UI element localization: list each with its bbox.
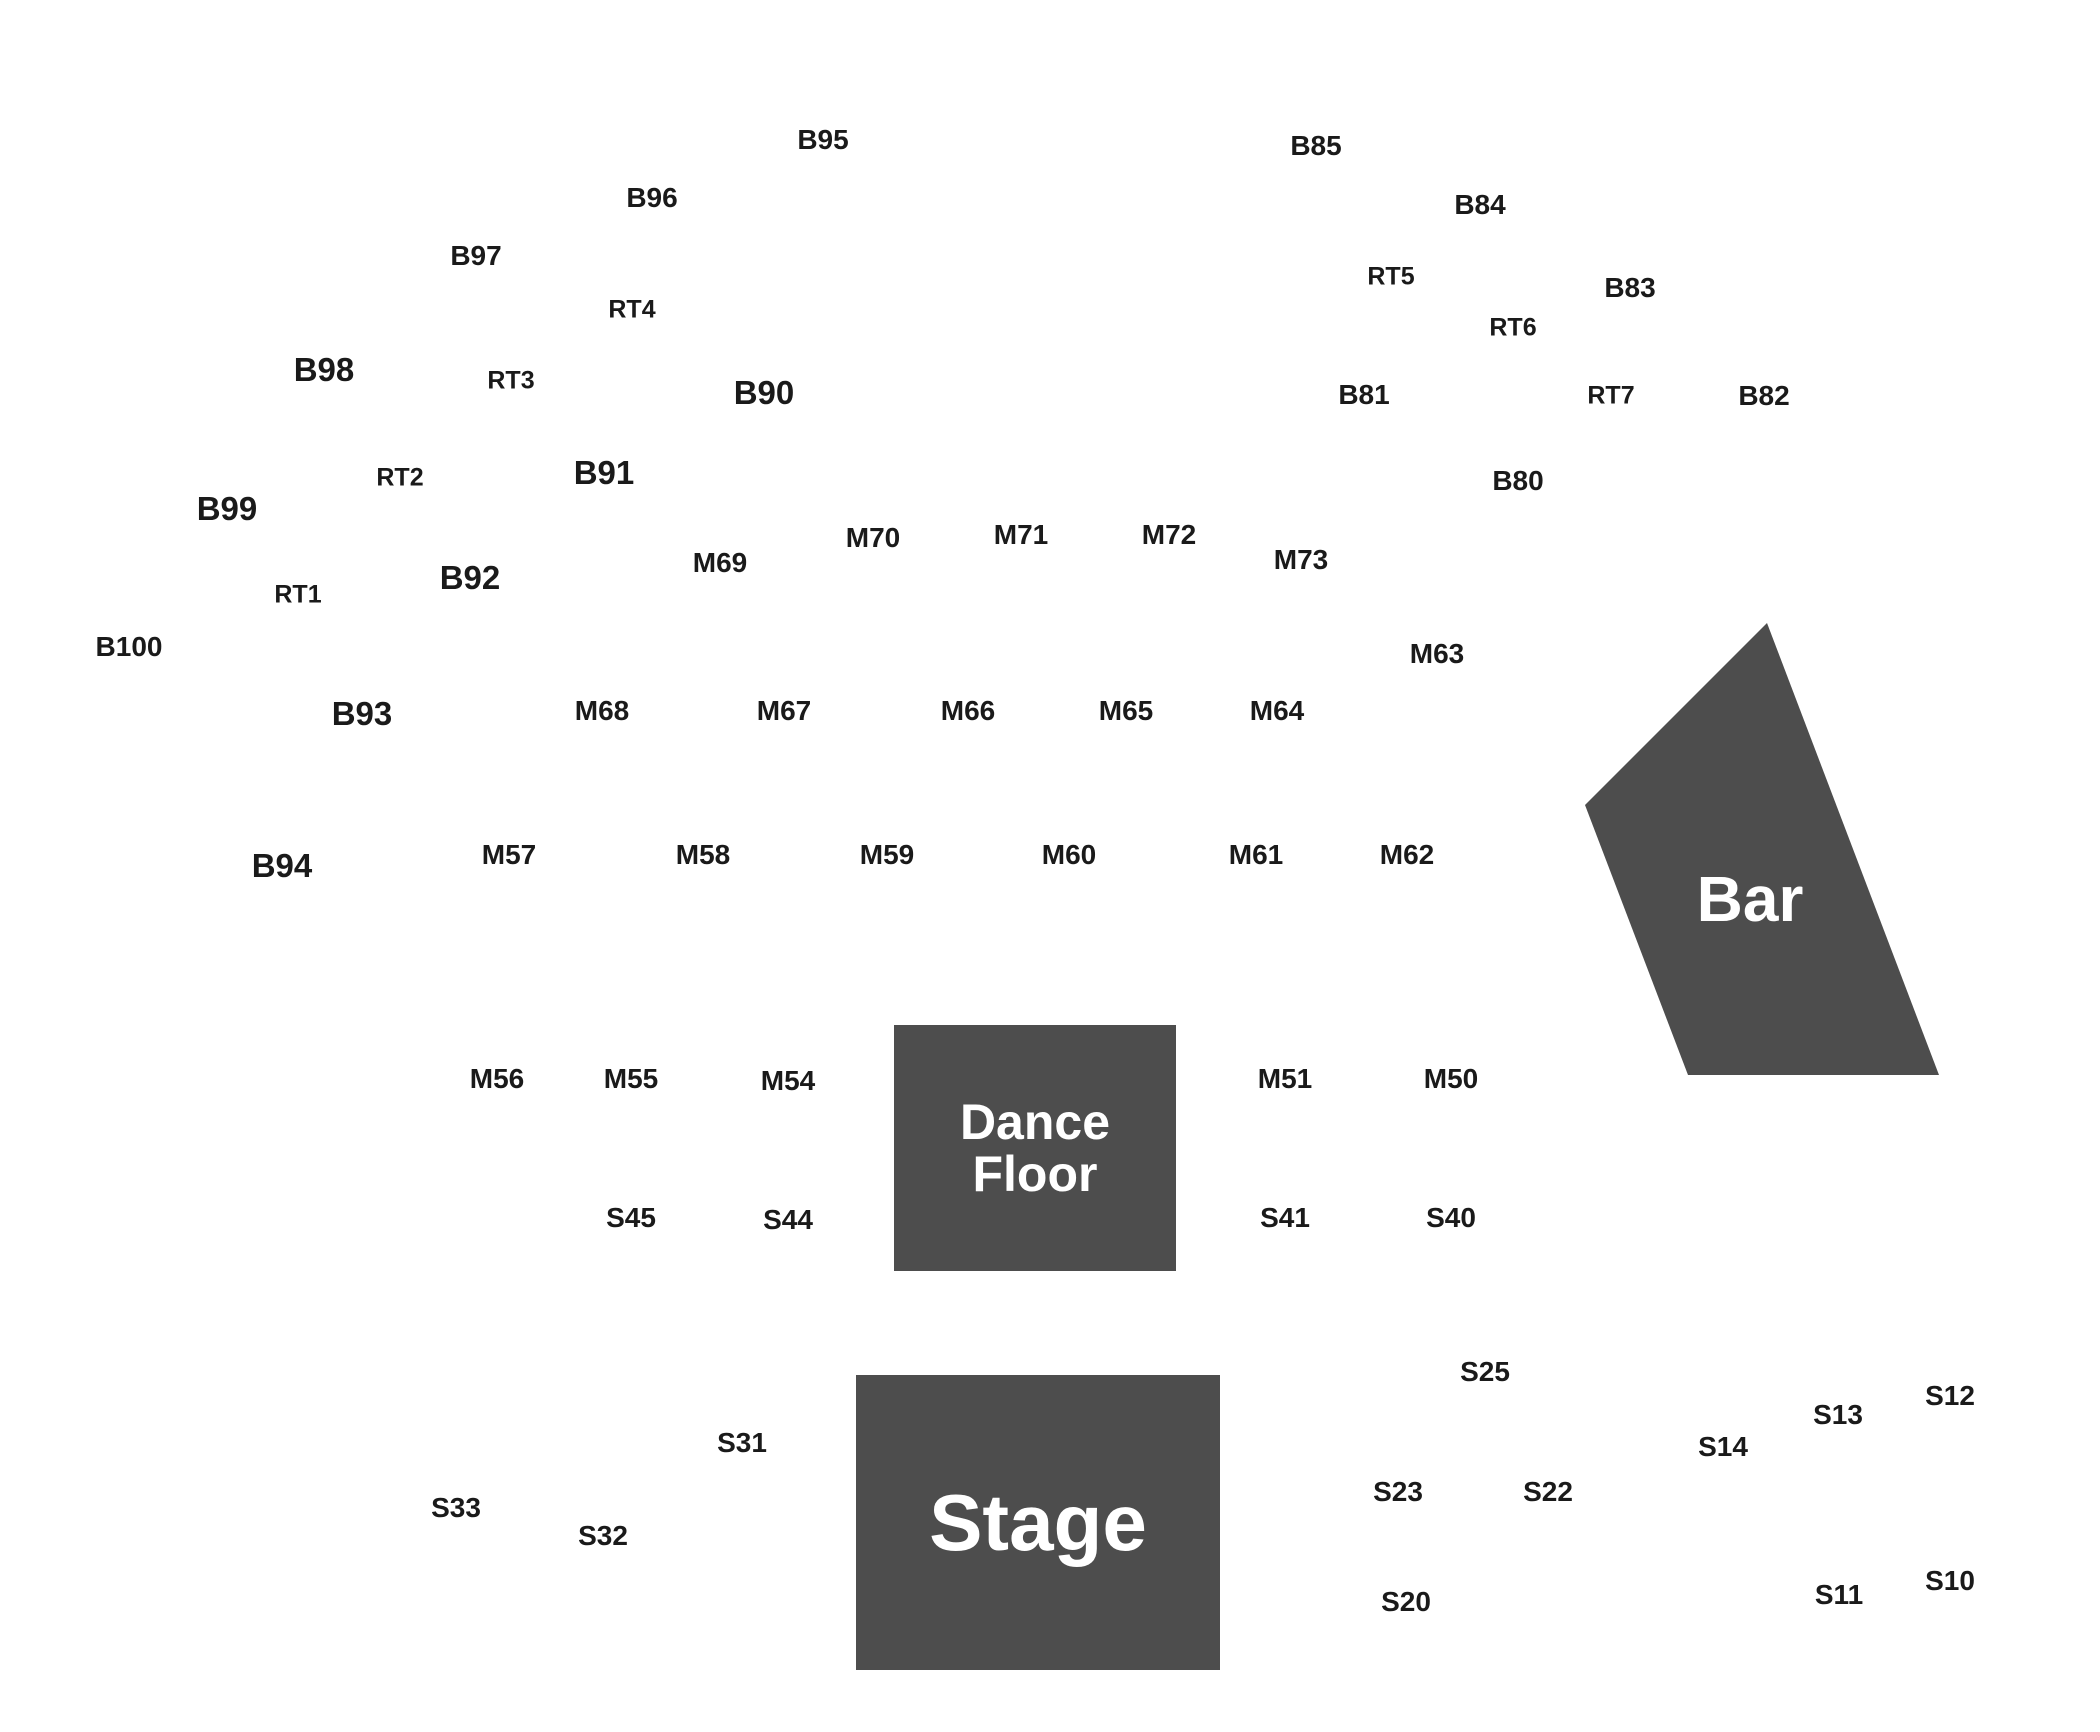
- section-b82[interactable]: B82: [1738, 380, 1790, 411]
- section-b80[interactable]: B80: [1492, 465, 1544, 496]
- section-b81[interactable]: B81: [1338, 379, 1390, 410]
- section-rt4[interactable]: RT4: [608, 295, 656, 324]
- section-m65[interactable]: M65: [1098, 695, 1154, 726]
- section-rt2[interactable]: RT2: [376, 463, 424, 492]
- section-b94[interactable]: B94: [251, 847, 313, 884]
- section-b91[interactable]: B91: [573, 454, 635, 491]
- section-m69[interactable]: M69: [692, 547, 748, 578]
- section-b100[interactable]: B100: [95, 631, 163, 662]
- section-m59[interactable]: M59: [859, 839, 915, 870]
- section-s32[interactable]: S32: [578, 1520, 628, 1551]
- section-s33[interactable]: S33: [431, 1492, 481, 1523]
- section-m73[interactable]: M73: [1273, 544, 1329, 575]
- section-m67[interactable]: M67: [756, 695, 812, 726]
- section-m60[interactable]: M60: [1041, 839, 1097, 870]
- section-b96[interactable]: B96: [626, 182, 678, 213]
- section-m71[interactable]: M71: [993, 519, 1049, 550]
- section-rt6[interactable]: RT6: [1489, 313, 1537, 342]
- section-b92[interactable]: B92: [439, 559, 501, 596]
- section-s13[interactable]: S13: [1813, 1399, 1863, 1430]
- section-s44[interactable]: S44: [763, 1204, 813, 1235]
- section-b99[interactable]: B99: [196, 490, 258, 527]
- section-b98[interactable]: B98: [293, 351, 355, 388]
- section-s20[interactable]: S20: [1381, 1586, 1431, 1617]
- section-m58[interactable]: M58: [675, 839, 731, 870]
- section-m62[interactable]: M62: [1379, 839, 1435, 870]
- section-s31[interactable]: S31: [717, 1427, 767, 1458]
- section-b84[interactable]: B84: [1454, 189, 1506, 220]
- section-m56[interactable]: M56: [469, 1063, 525, 1094]
- section-b83[interactable]: B83: [1604, 272, 1656, 303]
- section-s41[interactable]: S41: [1260, 1202, 1310, 1233]
- section-s11[interactable]: S11: [1814, 1579, 1864, 1610]
- dance-floor-area[interactable]: Dance Floor: [894, 1025, 1176, 1271]
- section-rt7[interactable]: RT7: [1587, 381, 1635, 410]
- section-s10[interactable]: S10: [1925, 1565, 1975, 1596]
- section-m57[interactable]: M57: [481, 839, 537, 870]
- section-rt5[interactable]: RT5: [1367, 262, 1415, 291]
- bar-polygon[interactable]: [1585, 623, 1939, 1075]
- section-m51[interactable]: M51: [1257, 1063, 1313, 1094]
- section-b93[interactable]: B93: [331, 695, 393, 732]
- section-s40[interactable]: S40: [1426, 1202, 1476, 1233]
- section-m72[interactable]: M72: [1141, 519, 1197, 550]
- section-m68[interactable]: M68: [574, 695, 630, 726]
- section-m70[interactable]: M70: [845, 522, 901, 553]
- section-m63[interactable]: M63: [1409, 638, 1465, 669]
- section-b85[interactable]: B85: [1290, 130, 1342, 161]
- stage-area[interactable]: Stage: [856, 1375, 1220, 1670]
- section-rt1[interactable]: RT1: [274, 580, 322, 609]
- section-s25[interactable]: S25: [1460, 1356, 1510, 1387]
- section-m64[interactable]: M64: [1249, 695, 1305, 726]
- section-m54[interactable]: M54: [760, 1065, 816, 1096]
- section-b90[interactable]: B90: [733, 374, 795, 411]
- section-s23[interactable]: S23: [1373, 1476, 1423, 1507]
- stage-label: Stage: [929, 1477, 1147, 1567]
- dance-floor-label: Dance Floor: [959, 1093, 1111, 1202]
- section-rt3[interactable]: RT3: [487, 366, 535, 395]
- section-s45[interactable]: S45: [606, 1202, 656, 1233]
- section-s14[interactable]: S14: [1698, 1431, 1748, 1462]
- section-m66[interactable]: M66: [940, 695, 996, 726]
- section-s22[interactable]: S22: [1523, 1476, 1573, 1507]
- section-m61[interactable]: M61: [1228, 839, 1284, 870]
- section-b97[interactable]: B97: [450, 240, 502, 271]
- section-m50[interactable]: M50: [1423, 1063, 1479, 1094]
- section-m55[interactable]: M55: [603, 1063, 659, 1094]
- section-b95[interactable]: B95: [797, 124, 849, 155]
- section-s12[interactable]: S12: [1925, 1380, 1975, 1411]
- bar-label: Bar: [1696, 863, 1804, 936]
